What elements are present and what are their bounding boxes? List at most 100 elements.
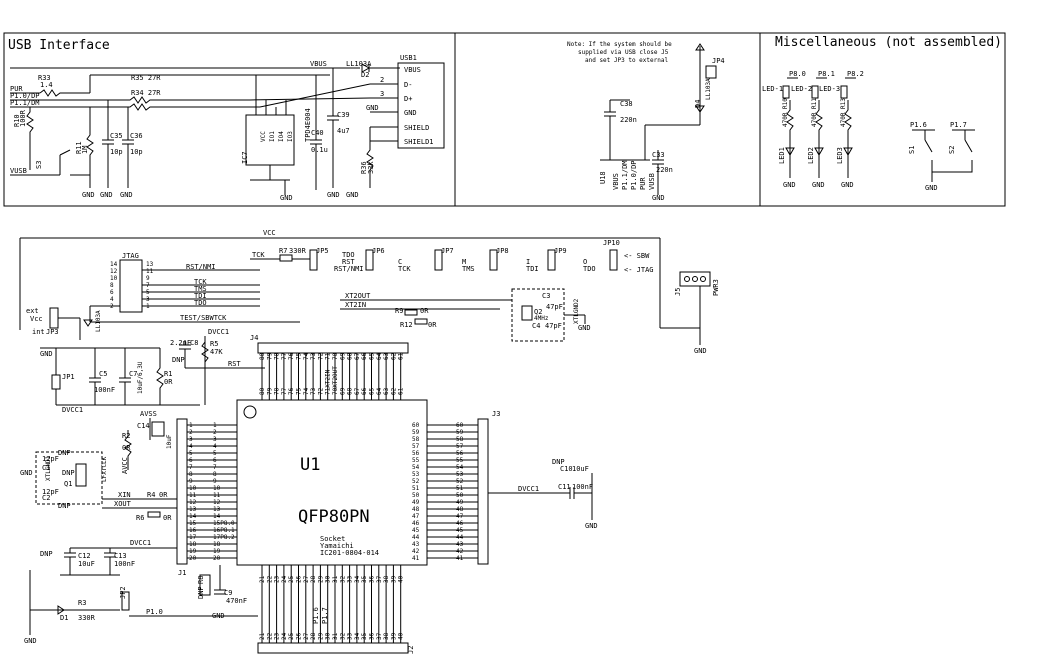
socket-line-3: IC201-0804-014	[320, 549, 379, 557]
ic7-part: TPD4E004	[304, 108, 312, 142]
j3-num-19: 41	[412, 555, 420, 562]
diode-d2	[361, 63, 371, 73]
main-gnd-xtl: GND	[20, 469, 33, 477]
q2-label: Q2	[534, 308, 542, 316]
c11-value: 100nF	[572, 483, 593, 491]
r33-value: 1.4	[40, 81, 53, 89]
note-line-1: Note: If the system should be	[567, 41, 672, 48]
main-circuit: VCC JTAG 14 12 10 8 6 4 2 13 11 9 7 5 3 …	[19, 229, 720, 654]
jtag-arrow-label: <- JTAG	[624, 266, 654, 274]
c12-value: 10uF	[78, 560, 95, 568]
vcc-label: VCC	[263, 229, 276, 237]
c11-label: C11	[558, 483, 571, 491]
j3-num-5: 55	[412, 457, 420, 464]
jp7-label: JP7	[441, 247, 454, 255]
j3-num-7: 53	[412, 471, 420, 478]
c40-label: C40	[311, 129, 324, 137]
r9-label: R9	[395, 307, 403, 315]
dvcc1-right-label: DVCC1	[518, 485, 539, 493]
misc-gnd-3: GND	[841, 181, 854, 189]
c5-value: 100nF	[94, 386, 115, 394]
top-panels-frame	[3, 32, 1006, 207]
led3-label: LED3	[836, 147, 844, 164]
j2-gnd: GND	[212, 612, 225, 620]
jtag-left-1: 12	[110, 268, 118, 275]
led-2-label: LED-2	[791, 85, 812, 93]
c2-value: 12pF	[42, 488, 59, 496]
jp7-tck: TCK	[398, 265, 411, 273]
q2-value: 4MHz	[534, 315, 549, 322]
dnp-c1: DNP	[58, 449, 71, 457]
c36-value: 10p	[130, 148, 143, 156]
j3-num-1: 59	[412, 429, 420, 436]
jp8-label: JP8	[496, 247, 509, 255]
sig-tdi: TDI	[194, 292, 207, 300]
socket-line-1: Socket	[320, 535, 345, 543]
q1-crystal	[75, 463, 87, 487]
c2-label: C2	[42, 494, 50, 502]
u18-label: U18	[599, 171, 607, 184]
j3-label: J3	[492, 410, 500, 418]
pin-vusb: VUSB	[648, 173, 656, 190]
led-3-label: LED-3	[819, 85, 840, 93]
r2-label: R2	[122, 432, 130, 440]
r3-value: 330R	[78, 614, 96, 622]
j3-num-2: 58	[412, 436, 420, 443]
jp10-label: JP10	[603, 239, 620, 247]
c33-value: 220n	[656, 166, 673, 174]
dvcc1-bottom-label: DVCC1	[130, 539, 151, 547]
r34-label: R34 27R	[131, 89, 161, 97]
note-line-3: and set JP3 to external	[585, 57, 668, 64]
r36-label: R36	[360, 161, 368, 174]
j5-label: J5	[674, 288, 682, 296]
jp5-tck: TCK	[252, 251, 265, 259]
p1-7-label: P1.7	[321, 607, 329, 624]
c8-label: C8	[190, 339, 198, 347]
j4-label: J4	[250, 334, 258, 342]
xtlgnd1-label: XTLGND1	[45, 455, 52, 481]
jp6-header	[365, 249, 374, 271]
j3-num-3: 57	[412, 443, 420, 450]
c40-value: 0.1u	[311, 146, 328, 154]
jp9-i: I	[526, 258, 530, 266]
c38-value: 220n	[620, 116, 637, 124]
j3-num-13: 47	[412, 513, 420, 520]
dnp-q1: DNP	[62, 469, 75, 477]
jtag-left-4: 6	[110, 289, 114, 296]
usb1-pin-num-3: 3	[380, 90, 384, 98]
vbus-label: VBUS	[310, 60, 327, 68]
p8-0-label: P8.0	[789, 70, 806, 78]
r12-resistor	[414, 318, 428, 325]
r5-label: R5	[210, 340, 218, 348]
c13-label: C13	[114, 552, 127, 560]
r7-label: R7	[279, 247, 287, 255]
c4-value: 47pF	[545, 322, 562, 330]
ic7-gnd: GND	[280, 194, 293, 202]
d2-part: LL103A	[346, 60, 372, 68]
dvcc1-label: DVCC1	[62, 406, 83, 414]
c13-value: 100nF	[114, 560, 135, 568]
p8-2-label: P8.2	[847, 70, 864, 78]
c3-value: 47pF	[546, 303, 563, 311]
r7-value: 330R	[289, 247, 307, 255]
s3-label: S3	[35, 161, 43, 169]
j2-label: J2	[407, 646, 415, 654]
j3-num-10: 50	[412, 492, 420, 499]
vusb-label: VUSB	[10, 167, 27, 175]
q1-label: Q1	[64, 480, 72, 488]
sig-tdo: TDO	[194, 299, 207, 307]
xtlgnd2-label: XTLGND2	[573, 298, 580, 324]
usb-interface-circuit: VBUS LL103A D2 USB1 VBUS D- D+ GND SHIEL…	[10, 54, 445, 202]
u1-chip	[236, 399, 428, 566]
misc-gnd-1: GND	[783, 181, 796, 189]
ic7-pin-io1: IO1	[269, 131, 276, 142]
r36-gnd: GND	[346, 191, 359, 199]
note-line-2: supplied via USB close J5	[578, 49, 669, 56]
r12-label: R12	[400, 321, 413, 329]
r3-label: R3	[78, 599, 86, 607]
socket-line-2: Yamaichi	[320, 542, 354, 550]
misc-circuit: P8.0 P8.1 P8.2 LED-1 LED-2 LED-3 470R R1…	[762, 70, 975, 192]
usb1-pin-shield1: SHIELD1	[404, 138, 434, 146]
c3-label: C3	[542, 292, 550, 300]
